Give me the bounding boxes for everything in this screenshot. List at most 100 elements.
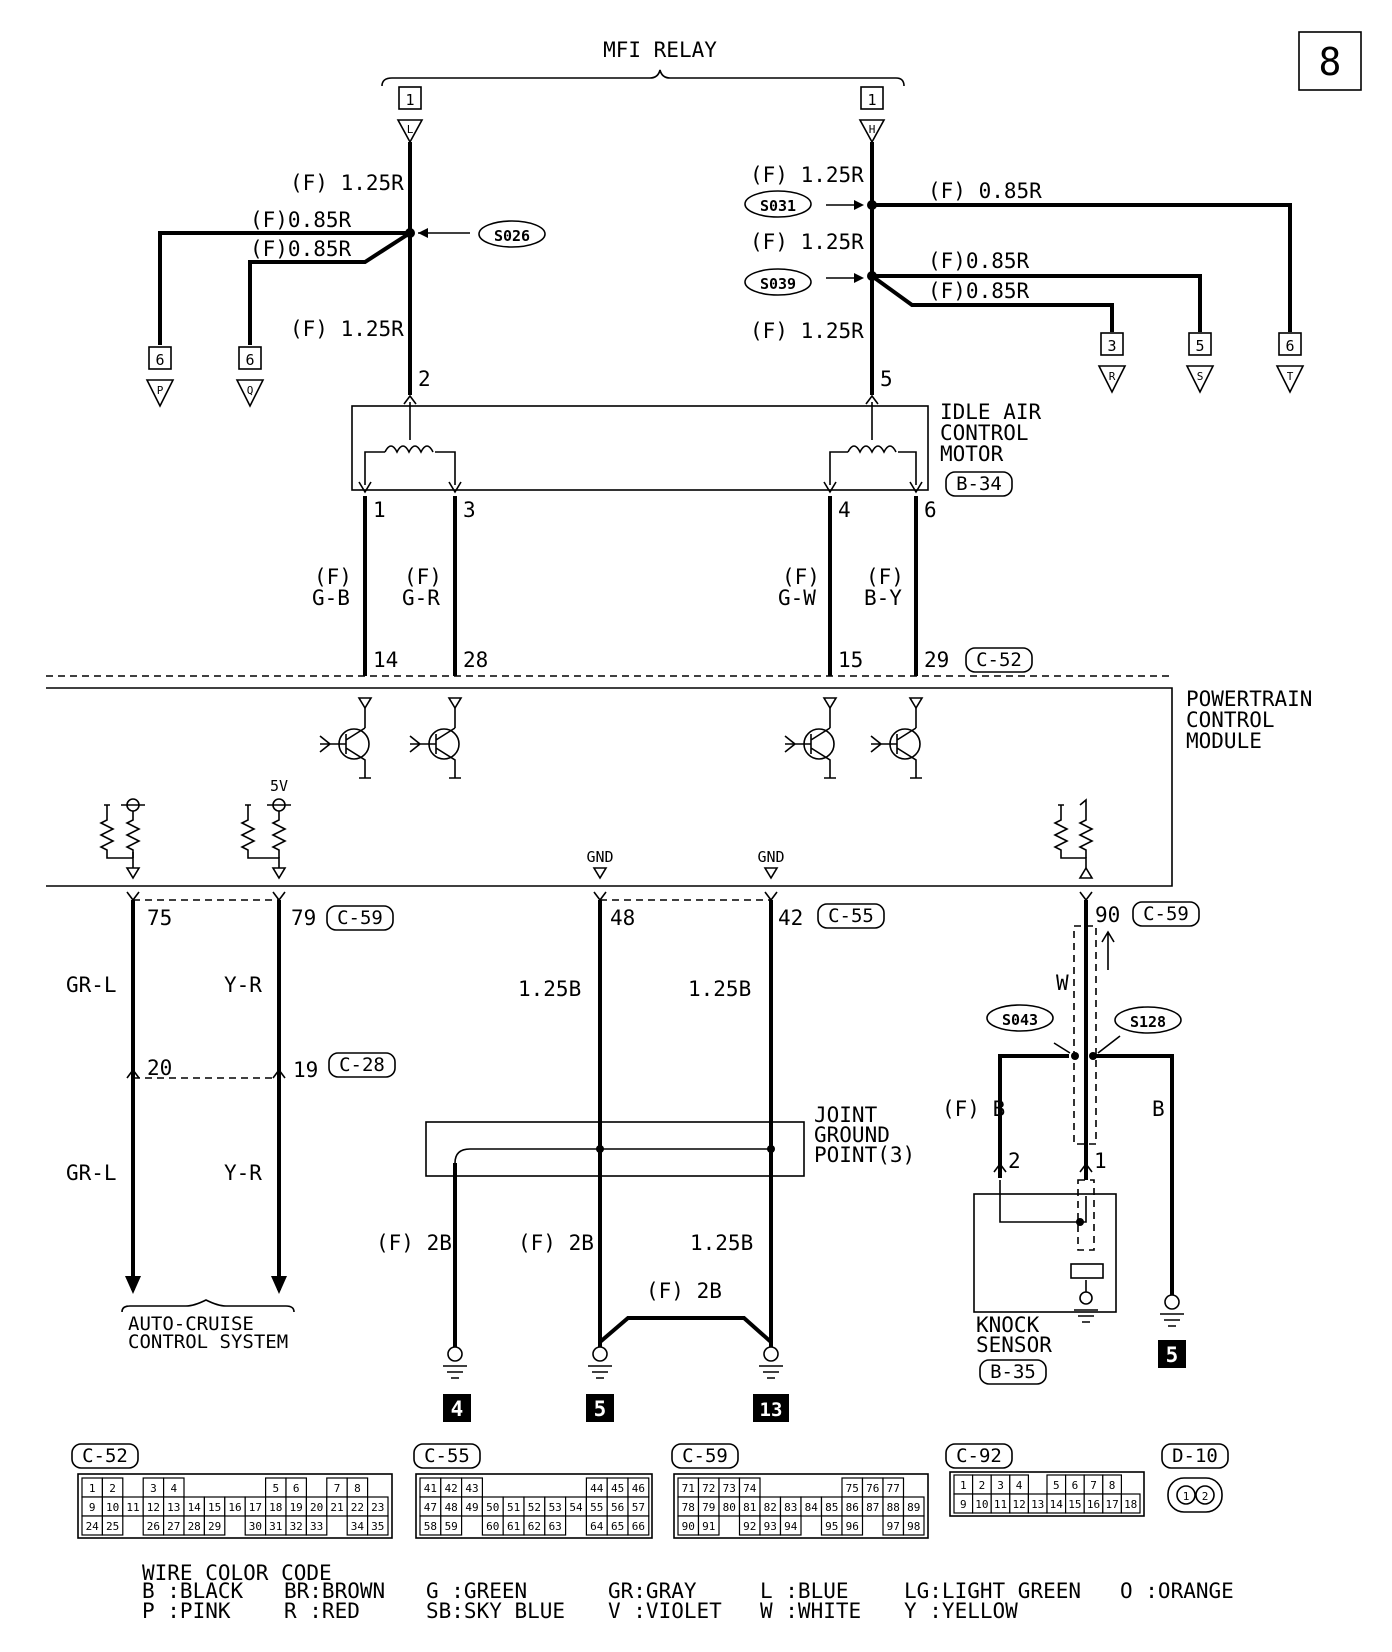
connector-pin-number: 34 (351, 1520, 365, 1533)
pin-number: 5 (880, 367, 893, 391)
wire-label: GR-L (66, 973, 117, 997)
connector-pin-number: 17 (1105, 1498, 1118, 1511)
relay-connector-right (860, 86, 884, 110)
color-code-entry: BR:BROWN (284, 1579, 385, 1603)
connector-pin-number: 7 (334, 1482, 341, 1495)
svg-text:S: S (1197, 370, 1204, 383)
pin-number: 90 (1095, 903, 1120, 927)
connector-pin-cell (902, 1515, 925, 1536)
connector-pin-number: 23 (371, 1501, 384, 1514)
connector-face-c55-label: C-55 (424, 1445, 470, 1467)
connector-pin-number: 27 (167, 1520, 180, 1533)
pin-number: 75 (147, 906, 172, 930)
svg-text:5: 5 (1195, 337, 1204, 355)
pcm-gnd-label: GND (757, 848, 784, 866)
connector-pin-number: 18 (1124, 1498, 1137, 1511)
splice-s031 (744, 190, 812, 218)
connector-pin-number: 9 (960, 1498, 967, 1511)
connector-pin-number: 24 (86, 1520, 100, 1533)
pin-number: 79 (291, 906, 316, 930)
connector-pin-number: 44 (590, 1482, 604, 1495)
svg-text:13: 13 (760, 1399, 783, 1421)
connector-tag-b34-label: B-34 (956, 473, 1002, 495)
connector-pin-number: 83 (784, 1501, 797, 1514)
connector-pin-number: 2 (979, 1479, 986, 1492)
color-code-entry: W :WHITE (760, 1599, 861, 1623)
connector-pin-number: 43 (465, 1482, 478, 1495)
connector-pin-number: 58 (424, 1520, 437, 1533)
svg-text:5: 5 (1166, 1343, 1179, 1367)
splice-s128 (1114, 1006, 1182, 1034)
connector-pin-number: 4 (170, 1482, 177, 1495)
connector-pin-number: 4 (1016, 1479, 1023, 1492)
connector-pin-number: 9 (89, 1501, 96, 1514)
connector-pin-number: 5 (1053, 1479, 1060, 1492)
connector-pin-number: 98 (907, 1520, 920, 1533)
svg-text:R: R (1109, 370, 1116, 383)
connector-pin-number: 3 (150, 1482, 157, 1495)
iac-motor-label: IDLE AIR (940, 400, 1042, 424)
relay-terminal-left (396, 119, 424, 144)
wire-label: (F) 1.25R (750, 163, 864, 187)
pin-number: 14 (373, 648, 398, 672)
wire-label: 1.25B (688, 977, 751, 1001)
connector-tag-c59-label: C-59 (337, 907, 383, 929)
svg-text:T: T (1287, 370, 1294, 383)
connector-pin-number: 90 (682, 1520, 695, 1533)
connector-pin-number: 95 (825, 1520, 838, 1533)
connector-pin-number: 14 (188, 1501, 202, 1514)
splice-s031-label: S031 (760, 197, 796, 215)
wire-label: (F) 1.25R (290, 171, 404, 195)
connector-pin-number: 48 (445, 1501, 458, 1514)
svg-text:5: 5 (594, 1397, 607, 1421)
connector-pin-number: 15 (1068, 1498, 1081, 1511)
connector-pin-cell (779, 1515, 802, 1536)
joint-ground-label: GROUND (814, 1123, 890, 1147)
connector-pin-number: 62 (528, 1520, 541, 1533)
connector-pin-number: 57 (632, 1501, 645, 1514)
mfi-relay-title: MFI RELAY (603, 38, 717, 62)
left-power-branch (158, 142, 470, 395)
connector-pin-number: 65 (611, 1520, 624, 1533)
wire-label: G-R (402, 586, 440, 610)
connector-pin-number: 77 (887, 1482, 900, 1495)
connector-pin-number: 12 (1012, 1498, 1025, 1511)
connector-pin-cell (203, 1515, 226, 1536)
wire-label: (F) 2B (518, 1231, 594, 1255)
off-page-connector-r: 3 R (1097, 332, 1127, 394)
relay-terminal-right (858, 119, 886, 144)
connector-pin-number: 2 (109, 1482, 116, 1495)
connector-tag-c52-label: C-52 (976, 649, 1022, 671)
svg-text:Q: Q (247, 384, 254, 397)
relay-connector-left-num: 1 (405, 91, 414, 109)
connector-pin-number: 31 (269, 1520, 282, 1533)
splice-s128-label: S128 (1130, 1013, 1166, 1031)
color-code-entry: O :ORANGE (1120, 1579, 1234, 1603)
color-code-entry: G :GREEN (426, 1579, 527, 1603)
pcm-gnd-label: GND (586, 848, 613, 866)
connector-pin-number: 10 (106, 1501, 119, 1514)
connector-tag-c52 (965, 647, 1033, 673)
wire-label: (F)0.85R (928, 249, 1030, 273)
relay-connector-left (398, 86, 422, 110)
connector-pin-number: 20 (310, 1501, 323, 1514)
connector-tag-b35-label: B-35 (990, 1361, 1036, 1383)
splice-s026 (478, 220, 546, 248)
pcm-5v-label: 5V (270, 777, 288, 795)
wire-color-code-title: WIRE COLOR CODE (142, 1561, 332, 1585)
connector-pin-cell (544, 1515, 567, 1536)
connector-pin-number: 56 (611, 1501, 624, 1514)
wire-label: W (1056, 971, 1069, 995)
splice-s043 (986, 1004, 1054, 1032)
wire-label: B (1152, 1097, 1165, 1121)
pin-number: 28 (463, 648, 488, 672)
connector-pin-number: 74 (743, 1482, 757, 1495)
connector-pin-number: 13 (167, 1501, 180, 1514)
pin-number: 2 (1008, 1149, 1021, 1173)
connector-pin-number: 11 (126, 1501, 139, 1514)
svg-text:6: 6 (1285, 337, 1294, 355)
pcm-label: MODULE (1186, 729, 1262, 753)
powertrain-control-module (46, 675, 1173, 887)
ground-point-13: 13 (753, 1394, 789, 1422)
